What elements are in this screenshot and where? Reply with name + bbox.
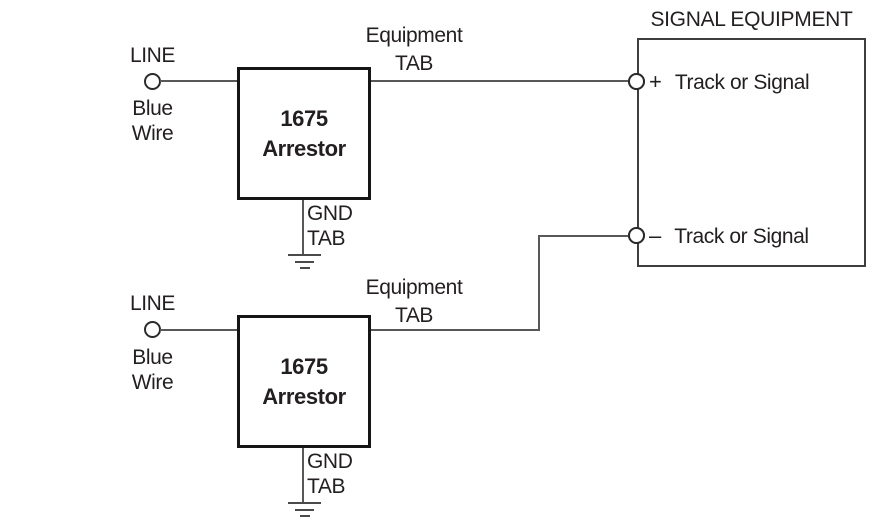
arrestor-box-bottom: 1675 Arrestor [237, 315, 371, 448]
wire-line-to-arrestor-bottom [160, 329, 238, 331]
signal-equipment-box [637, 38, 866, 267]
wire-gnd-bottom [302, 448, 304, 503]
equipment-tab-label-bottom: Equipment TAB [365, 276, 463, 327]
arrestor-box-top: 1675 Arrestor [237, 67, 371, 200]
terminal-plus-row: + Track or Signal [649, 69, 810, 94]
terminal-circle-minus-overlay [628, 227, 645, 244]
ground-bar-2 [295, 261, 314, 263]
ground-bar-2 [295, 509, 314, 511]
wire-line-to-arrestor-top [160, 80, 238, 82]
wire-equipment-tab-top [371, 80, 628, 82]
ground-bar-3 [300, 515, 310, 517]
wire-to-minus-terminal [538, 235, 629, 237]
minus-sign: – [649, 223, 662, 248]
blue-wire-label-top: Blue Wire [131, 97, 174, 145]
signal-equipment-title: SIGNAL EQUIPMENT [650, 8, 853, 31]
gnd-tab-label-bottom: GND TAB [307, 450, 353, 498]
line-terminal-circle-bottom [144, 321, 161, 338]
line-label-bottom: LINE [129, 292, 176, 315]
line-terminal-circle-top [144, 73, 161, 90]
gnd-tab-label-top: GND TAB [307, 202, 353, 250]
terminal-circle-plus-overlay [628, 73, 645, 90]
wire-gnd-top [302, 200, 304, 255]
blue-wire-label-bottom: Blue Wire [131, 346, 174, 394]
equipment-tab-label-top: Equipment TAB [365, 24, 463, 75]
wire-equipment-tab-bottom-horizontal [371, 329, 540, 331]
wire-equipment-tab-bottom-vertical [538, 235, 540, 331]
terminal-plus-label: Track or Signal [674, 70, 810, 94]
arrestor-name-top: 1675 Arrestor [262, 105, 346, 161]
terminal-minus-row: – Track or Signal [649, 224, 809, 248]
plus-sign: + [649, 69, 662, 94]
ground-bar-1 [288, 502, 321, 504]
arrestor-name-bottom: 1675 Arrestor [262, 353, 346, 409]
terminal-minus-label: Track or Signal [674, 224, 809, 248]
ground-bar-3 [300, 267, 310, 269]
ground-bar-1 [288, 254, 321, 256]
line-label-top: LINE [129, 44, 176, 67]
